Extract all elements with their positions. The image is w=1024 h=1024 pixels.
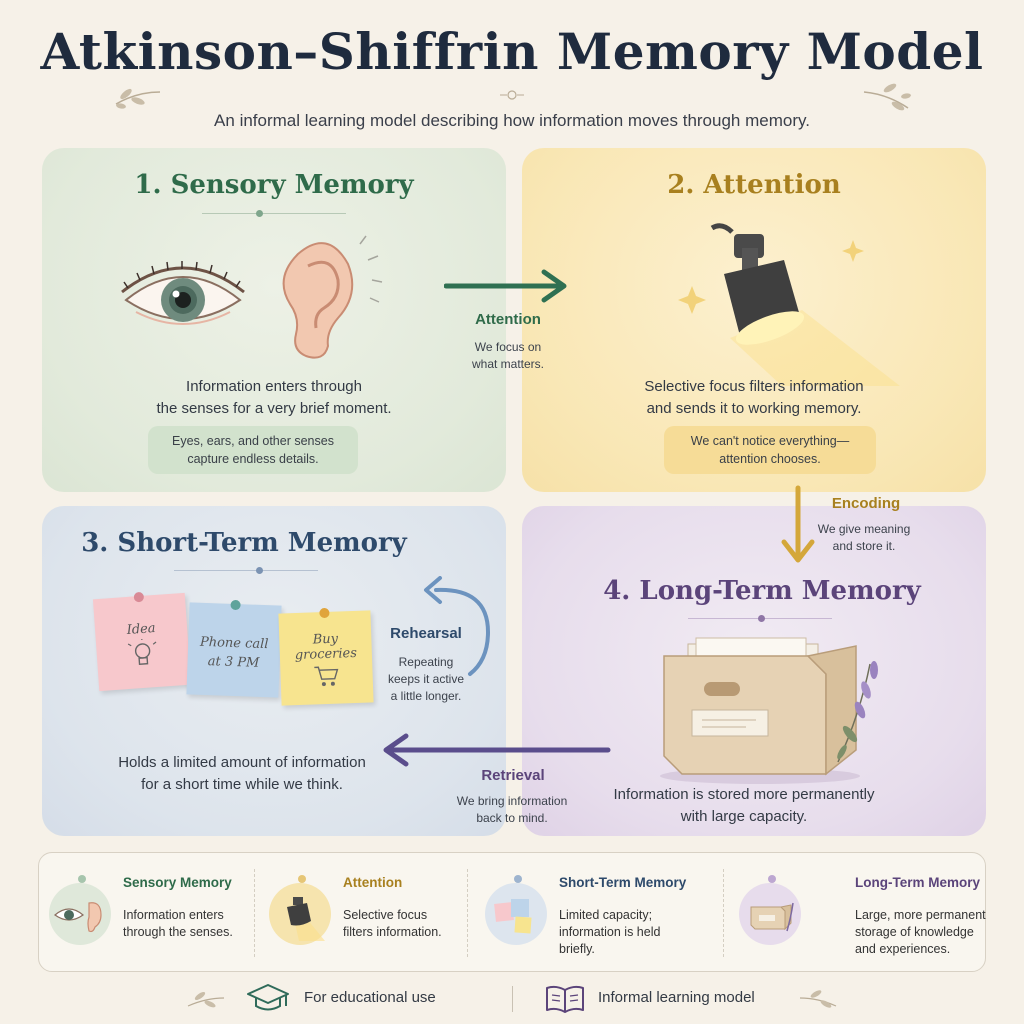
footer-right-sprig-icon <box>799 990 837 1008</box>
open-book-icon <box>546 985 584 1013</box>
spotlight-icon <box>287 897 325 941</box>
sensory-text-line1: Information enters through <box>186 378 362 395</box>
rehearsal-connector-label: Rehearsal <box>390 625 462 642</box>
sensory-text-line2: the senses for a very brief moment. <box>156 400 392 417</box>
sticky-note-phone-call: Phone call at 3 PM <box>186 599 282 698</box>
rehearsal-arrow-icon <box>424 576 491 676</box>
summary-long-term-title: Long-Term Memory <box>855 875 981 890</box>
attention-note: We can't notice everything— attention ch… <box>664 426 876 474</box>
rehearsal-connector-desc-line2: keeps it active <box>387 672 465 686</box>
summary-short-term-desc: Limited capacity; information is held br… <box>559 908 661 956</box>
title-ornament-icon <box>500 90 524 100</box>
summary-attention-desc: Selective focus filters information. <box>343 908 442 939</box>
sticky-note-idea: Idea <box>92 591 192 692</box>
sensory-note: Eyes, ears, and other senses capture end… <box>148 426 358 474</box>
footer-educational-use: For educational use <box>304 989 436 1006</box>
encoding-connector-label: Encoding <box>831 495 901 512</box>
page-title: Atkinson–Shiffrin Memory Model <box>40 22 984 81</box>
long-term-memory-panel: 4. Long-Term Memory Information is store… <box>522 506 986 836</box>
sticky-note-groceries: Buy groceries <box>278 607 374 706</box>
summary-item-attention: Attention Selective focus filters inform… <box>259 853 467 973</box>
attention-note-line1: We can't notice everything— <box>690 434 850 448</box>
summary-sensory-badge <box>49 883 111 945</box>
retrieval-arrow-icon <box>383 733 611 767</box>
divider-dot <box>256 210 263 217</box>
right-sprig-icon <box>863 83 911 111</box>
retrieval-connector-desc-line2: back to mind. <box>476 811 548 825</box>
eye-icon <box>121 261 245 325</box>
attention-connector-desc-line1: We focus on <box>474 340 542 354</box>
attention-connector-desc-line2: what matters. <box>471 357 545 371</box>
summary-attention-title: Attention <box>343 875 403 890</box>
rehearsal-connector-desc-line3: a little longer. <box>390 689 462 703</box>
divider-dot <box>256 567 263 574</box>
summary-item-short-term: Short-Term Memory Limited capacity; info… <box>475 853 723 973</box>
graduation-cap-icon <box>247 984 289 1011</box>
summary-separator <box>467 869 468 957</box>
summary-short-term-badge <box>485 883 547 945</box>
sensory-note-line1: Eyes, ears, and other senses <box>172 434 334 448</box>
shopping-cart-icon <box>314 666 339 687</box>
storage-box-icon <box>750 902 794 932</box>
left-sprig-icon <box>115 88 161 109</box>
storage-box-icon <box>660 637 878 784</box>
pin-icon <box>319 607 330 619</box>
long-term-memory-title: 4. Long-Term Memory <box>603 576 921 606</box>
short-term-memory-title: 3. Short-Term Memory <box>81 528 407 558</box>
lightbulb-icon <box>127 638 157 665</box>
sensory-note-line2: capture endless details. <box>187 452 319 466</box>
attention-text-line2: and sends it to working memory. <box>646 400 862 417</box>
attention-text-line1: Selective focus filters information <box>644 378 864 395</box>
attention-panel: 2. Attention Selective focus filters inf… <box>522 148 986 492</box>
footer-divider <box>512 986 513 1012</box>
spotlight-icon <box>678 223 900 386</box>
summary-sensory-desc: Information enters through the senses. <box>123 908 233 939</box>
long-term-text-line1: Information is stored more permanently <box>613 786 875 803</box>
divider <box>174 570 318 571</box>
short-term-memory-panel: 3. Short-Term Memory Idea Phone call at … <box>42 506 506 836</box>
summary-separator <box>254 869 255 957</box>
footer-informal-model: Informal learning model <box>598 989 755 1006</box>
encoding-connector-desc-line2: and store it. <box>832 539 896 553</box>
attention-connector-label: Attention <box>475 311 541 328</box>
eye-ear-icon <box>54 902 102 933</box>
summary-short-term-title: Short-Term Memory <box>559 875 687 890</box>
pin-icon <box>230 599 241 611</box>
summary-long-term-badge <box>739 883 801 945</box>
short-term-text-line2: for a short time while we think. <box>141 776 343 793</box>
encoding-connector-desc-line1: We give meaning <box>817 522 911 536</box>
sensory-memory-panel: 1. Sensory Memory Information enters thr… <box>42 148 506 492</box>
ear-icon <box>282 235 383 359</box>
attention-arrow-icon <box>444 269 567 303</box>
short-term-text-line1: Holds a limited amount of information <box>118 754 366 771</box>
summary-sensory-title: Sensory Memory <box>123 875 232 890</box>
attention-note-line2: attention chooses. <box>719 452 821 466</box>
summary-long-term-desc: Large, more permanent storage of knowled… <box>855 908 986 956</box>
rehearsal-connector-desc-line1: Repeating <box>398 655 454 669</box>
retrieval-connector-desc-line1: We bring information <box>456 794 568 808</box>
sticky-notes-icon <box>494 899 532 934</box>
page-subtitle: An informal learning model describing ho… <box>214 111 810 130</box>
summary-separator <box>723 869 724 957</box>
summary-attention-badge <box>269 883 331 945</box>
summary-item-long-term: Long-Term Memory Large, more permanent s… <box>729 853 986 973</box>
divider-dot <box>758 615 765 622</box>
summary-bar: Sensory Memory Information enters throug… <box>38 852 986 972</box>
encoding-arrow-icon <box>781 485 815 563</box>
long-term-text-line2: with large capacity. <box>680 808 808 825</box>
summary-item-sensory: Sensory Memory Information enters throug… <box>39 853 257 973</box>
footer-left-sprig-icon <box>187 991 225 1008</box>
divider <box>202 213 346 214</box>
attention-title: 2. Attention <box>667 170 841 200</box>
retrieval-connector-label: Retrieval <box>481 767 545 784</box>
pin-icon <box>133 591 145 603</box>
sensory-memory-title: 1. Sensory Memory <box>134 170 414 200</box>
